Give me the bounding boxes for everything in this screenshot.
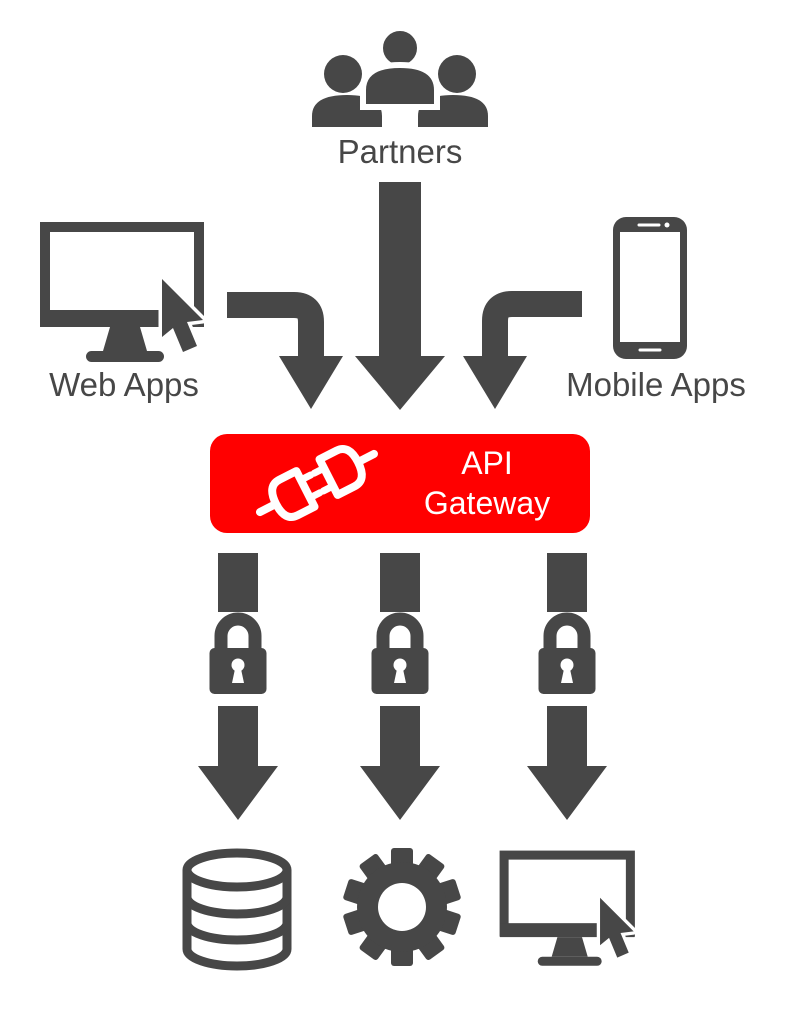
secure-arrow-right: [527, 553, 607, 820]
api-gateway-label-line1: API: [461, 445, 513, 481]
monitor-cursor-icon: [499, 850, 637, 966]
cursor-icon: [158, 275, 207, 356]
secure-arrow-center: [360, 553, 440, 820]
lock-icon: [371, 612, 429, 694]
arrow-mobileapps-to-gateway: [463, 291, 582, 409]
lock-icon: [209, 612, 267, 694]
partners-label: Partners: [338, 133, 463, 170]
people-group-icon: [312, 25, 488, 127]
mobile-apps-label: Mobile Apps: [566, 366, 746, 403]
monitor-cursor-icon: [40, 222, 207, 362]
lock-icon: [538, 612, 596, 694]
smartphone-icon: [613, 217, 687, 359]
plug-icon: [255, 445, 379, 521]
gear-icon: [343, 848, 461, 966]
arrow-webapps-to-gateway: [227, 292, 343, 409]
database-icon: [182, 848, 292, 971]
api-gateway-label-line2: Gateway: [424, 485, 550, 521]
arrow-partners-to-gateway: [355, 182, 445, 410]
cursor-icon: [596, 894, 637, 961]
web-apps-label: Web Apps: [49, 366, 199, 403]
secure-arrow-left: [198, 553, 278, 820]
